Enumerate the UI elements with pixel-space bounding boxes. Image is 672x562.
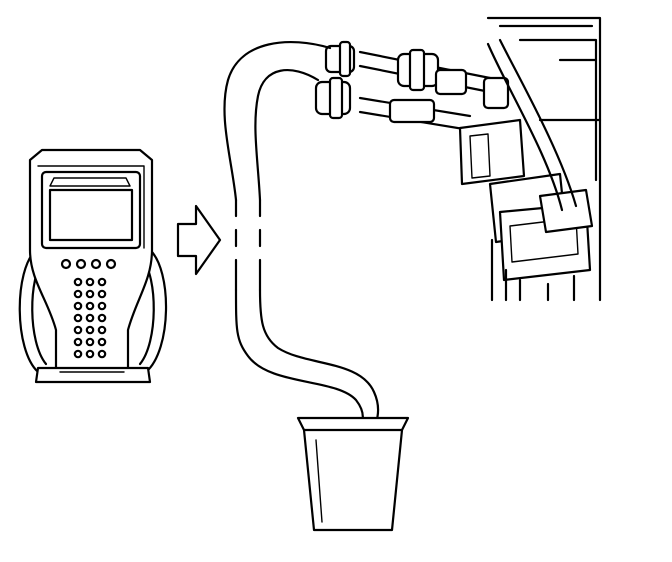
hose-icon [223, 40, 379, 448]
right-arrow-icon [176, 204, 222, 276]
scan-tool-keypad [60, 258, 117, 359]
container-cup-icon [296, 416, 410, 532]
fuel-rail-connector-icon [314, 16, 602, 302]
handheld-scan-tool-icon [18, 148, 168, 384]
